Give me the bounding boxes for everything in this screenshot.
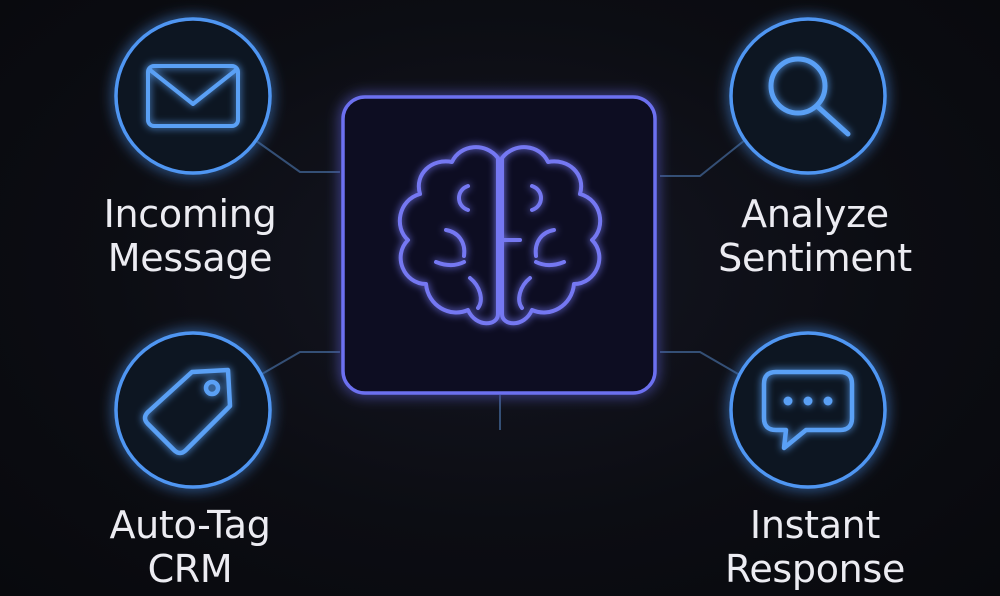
- brain-icon: [398, 145, 602, 326]
- label-line: Incoming: [103, 192, 277, 236]
- connector-instant: [660, 351, 746, 379]
- node-analyze-sentiment: [729, 17, 887, 175]
- envelope-icon: [146, 64, 240, 128]
- label-line: Analyze: [741, 192, 889, 236]
- label-line: Auto-Tag: [109, 503, 271, 547]
- label-incoming-message: Incoming Message: [60, 192, 320, 280]
- label-line: Message: [107, 236, 273, 280]
- node-ring: [729, 331, 887, 489]
- center-node: [341, 95, 657, 395]
- node-instant-response: [729, 331, 887, 489]
- label-line: Instant: [749, 503, 881, 547]
- connectors: [254, 139, 746, 430]
- node-ring: [729, 17, 887, 175]
- node-incoming-message: [114, 17, 272, 175]
- label-analyze-sentiment: Analyze Sentiment: [680, 192, 950, 280]
- label-line: Response: [724, 547, 906, 591]
- connector-analyze: [660, 139, 746, 177]
- node-auto-tag-crm: [114, 331, 272, 489]
- chat-bubble-icon: [761, 369, 855, 451]
- node-ring: [114, 331, 272, 489]
- tag-icon: [142, 367, 233, 456]
- label-line: Sentiment: [718, 236, 912, 280]
- node-ring: [114, 17, 272, 175]
- magnifier-icon: [768, 56, 851, 137]
- label-instant-response: Instant Response: [680, 503, 950, 591]
- connector-incoming: [254, 139, 340, 173]
- connector-autotag: [254, 351, 340, 379]
- label-auto-tag-crm: Auto-Tag CRM: [60, 503, 320, 591]
- label-line: CRM: [147, 547, 233, 591]
